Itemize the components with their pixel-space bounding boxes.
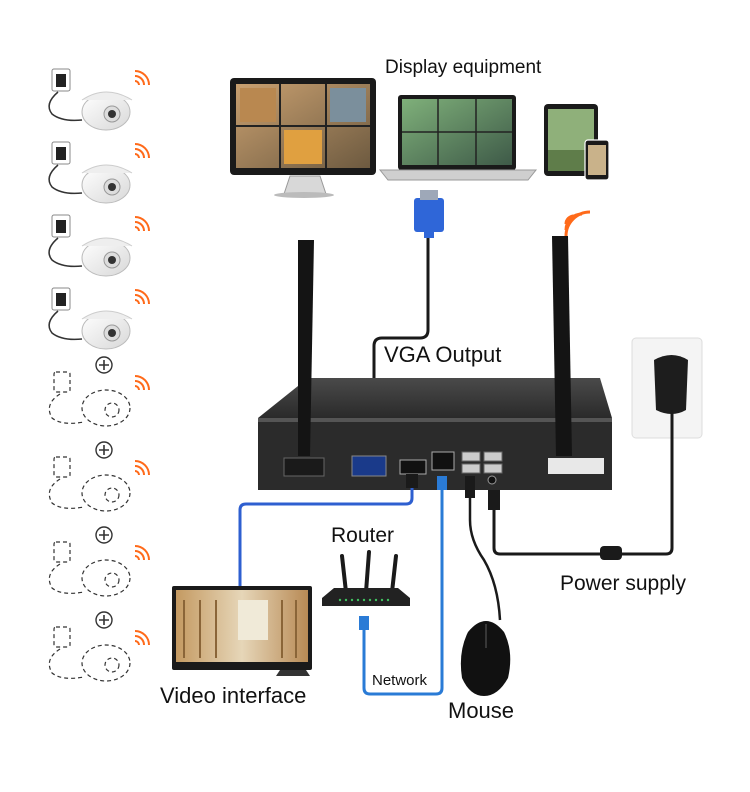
antenna-icon <box>298 240 314 456</box>
wifi-signal-icon <box>134 545 150 561</box>
connected-cameras <box>48 68 150 350</box>
wifi-signal-icon <box>134 460 150 476</box>
wifi-signal-icon <box>134 630 150 646</box>
network-label: Network <box>372 672 428 689</box>
lan-port <box>431 451 455 471</box>
plus-icon <box>95 356 113 374</box>
monitor-icon <box>230 78 376 198</box>
display-equipment <box>230 78 610 198</box>
dome-camera-icon <box>81 310 133 350</box>
video-interface-label: Video interface <box>160 683 307 708</box>
vga-connector-icon <box>414 190 444 238</box>
ferrite-core <box>600 546 622 560</box>
dome-camera-icon <box>81 164 133 204</box>
camera-unit-1 <box>48 68 150 131</box>
nvr-recorder <box>258 210 612 490</box>
camera-unit-2 <box>48 141 150 204</box>
usb-port-4 <box>483 463 503 474</box>
power-supply-label: Power supply <box>560 572 687 595</box>
wifi-signal-icon <box>134 289 150 305</box>
dome-camera-icon <box>81 237 133 277</box>
plus-icon <box>95 611 113 629</box>
phone-icon <box>584 139 610 181</box>
dome-camera-icon <box>81 91 133 131</box>
expansion-slot-3 <box>48 526 150 597</box>
serial-label-sticker <box>548 458 604 474</box>
usb-port-1 <box>461 451 481 462</box>
mouse-cable <box>465 476 502 621</box>
wifi-signal-icon <box>564 210 591 237</box>
usb-port-2 <box>461 463 481 474</box>
router-label: Router <box>331 524 395 547</box>
vga-port <box>351 455 387 477</box>
laptop-icon <box>378 95 538 181</box>
dc-power-port <box>487 475 497 485</box>
antenna-icon <box>552 236 572 456</box>
hdmi-port <box>399 459 427 475</box>
router-icon <box>322 550 410 606</box>
vga-output-label: VGA Output <box>384 342 502 367</box>
plus-icon <box>95 526 113 544</box>
power-supply <box>488 337 703 560</box>
expansion-camera-slots <box>48 356 150 682</box>
mouse-icon <box>460 621 511 696</box>
network-cable <box>359 476 447 696</box>
wifi-signal-icon <box>134 70 150 86</box>
power-adapter-icon <box>654 355 688 414</box>
mouse-label: Mouse <box>448 698 515 723</box>
wifi-signal-icon <box>134 216 150 232</box>
expansion-slot-2 <box>48 441 150 512</box>
expansion-slot-1 <box>48 356 150 427</box>
wifi-signal-icon <box>134 375 150 391</box>
usb-port-3 <box>483 451 503 462</box>
router <box>322 550 410 606</box>
video-interface-monitor <box>172 586 312 676</box>
display-equipment-label: Display equipment <box>385 57 542 78</box>
expansion-slot-4 <box>48 611 150 682</box>
plus-icon <box>95 441 113 459</box>
wifi-signal-icon <box>134 143 150 159</box>
camera-unit-3 <box>48 214 150 277</box>
hdmi-cable <box>238 474 418 588</box>
camera-unit-4 <box>48 287 150 350</box>
